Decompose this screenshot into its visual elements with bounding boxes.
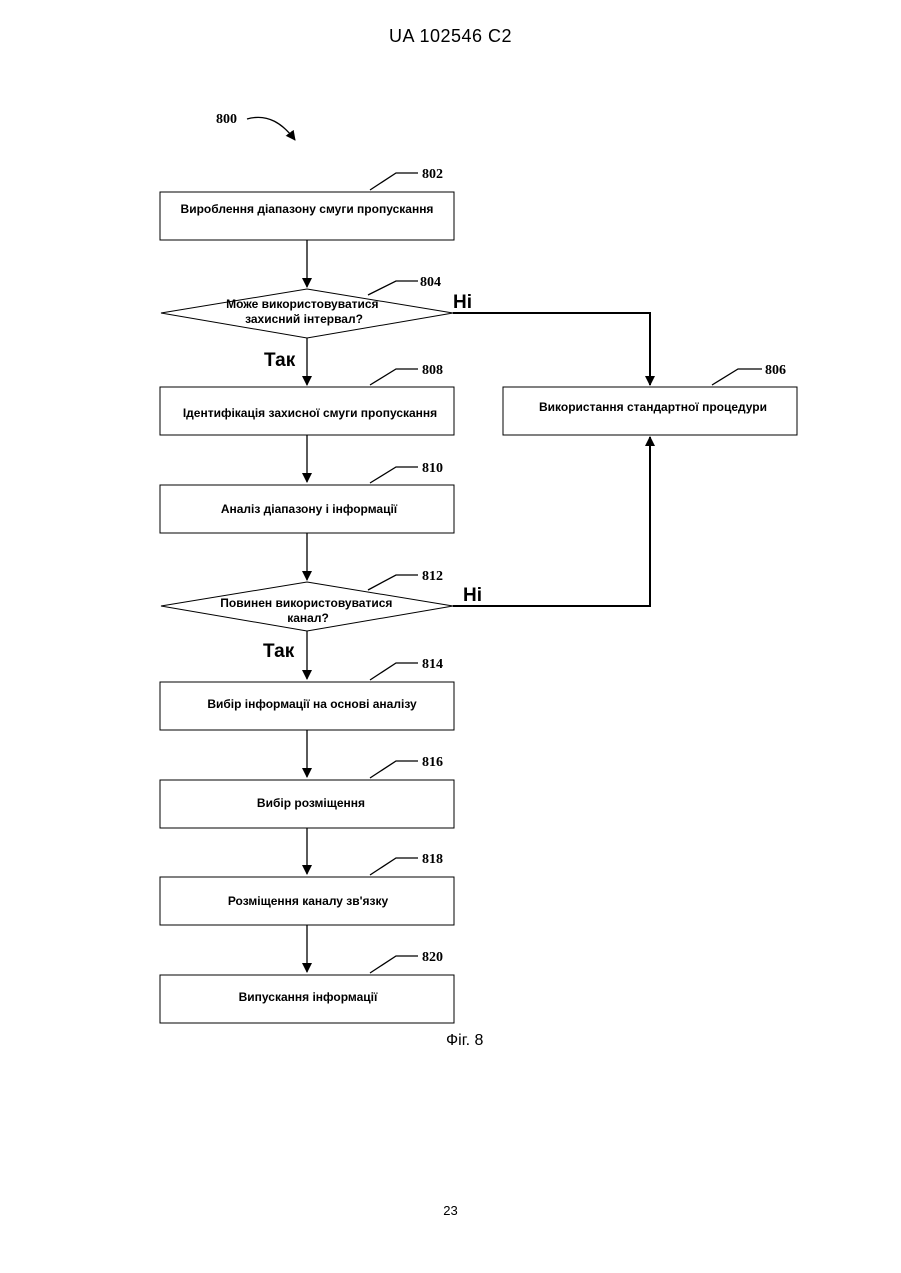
decision-804-ref: 804 (420, 275, 441, 290)
step-818-line: Розміщення каналу зв'язку (228, 894, 389, 908)
step-820-text: Випускання інформації (239, 990, 378, 1004)
decision-812-ref: 812 (422, 569, 443, 584)
step-816-leader (370, 761, 418, 778)
arrow-812-no-806 (453, 437, 650, 606)
step-816-text: Вибір розміщення (257, 796, 365, 810)
decision-804-text: Може використовуватися захисний інтервал… (226, 297, 382, 326)
step-816-ref: 816 (422, 755, 443, 770)
step-806-line: Використання стандартної процедури (539, 400, 767, 414)
decision-804-leader (368, 281, 418, 295)
step-814-text: Вибір інформації на основі аналізу (207, 697, 417, 711)
step-810-leader (370, 467, 418, 483)
step-806-text: Використання стандартної процедури (539, 400, 767, 414)
step-802-ref: 802 (422, 167, 443, 182)
step-814-leader (370, 663, 418, 680)
figure-caption: Фіг. 8 (446, 1032, 483, 1049)
step-814-line: Вибір інформації на основі аналізу (207, 697, 417, 711)
step-808-line: Ідентифікація захисної смуги пропускання (183, 406, 437, 420)
step-816-line: Вибір розміщення (257, 796, 365, 810)
step-808-leader (370, 369, 418, 385)
step-802-text: Вироблення діапазону смуги пропускання (181, 202, 434, 216)
branch-804-yes-label: Так (264, 350, 296, 371)
branch-812-yes-label: Так (263, 641, 295, 662)
figure-ref-arrow (247, 117, 295, 140)
branch-812-no-label: Ні (463, 585, 482, 606)
step-818-text: Розміщення каналу зв'язку (228, 894, 389, 908)
step-806-ref: 806 (765, 363, 786, 378)
step-820-line: Випускання інформації (239, 990, 378, 1004)
step-802-leader (370, 173, 418, 190)
step-814-ref: 814 (422, 657, 443, 672)
step-810-ref: 810 (422, 461, 443, 476)
decision-812-leader (368, 575, 418, 590)
step-818-ref: 818 (422, 852, 443, 867)
step-820-ref: 820 (422, 950, 443, 965)
step-810-line: Аналіз діапазону і інформації (221, 502, 398, 516)
decision-804-line-2: захисний інтервал? (245, 312, 363, 326)
step-802-line: Вироблення діапазону смуги пропускання (181, 202, 434, 216)
decision-812-line-2: канал? (287, 611, 329, 625)
arrow-804-no-806 (453, 313, 650, 385)
step-802-box (160, 192, 454, 240)
step-820-leader (370, 956, 418, 973)
page-number: 23 (0, 1203, 901, 1218)
step-808-ref: 808 (422, 363, 443, 378)
branch-804-no-label: Ні (453, 292, 472, 313)
figure-ref-label: 800 (216, 112, 237, 127)
decision-804-line-1: Може використовуватися (226, 297, 378, 311)
decision-812-line-1: Повинен використовуватися (220, 596, 392, 610)
step-810-text: Аналіз діапазону і інформації (221, 502, 398, 516)
step-818-leader (370, 858, 418, 875)
step-806-leader (712, 369, 762, 385)
step-808-text: Ідентифікація захисної смуги пропускання (183, 406, 437, 420)
